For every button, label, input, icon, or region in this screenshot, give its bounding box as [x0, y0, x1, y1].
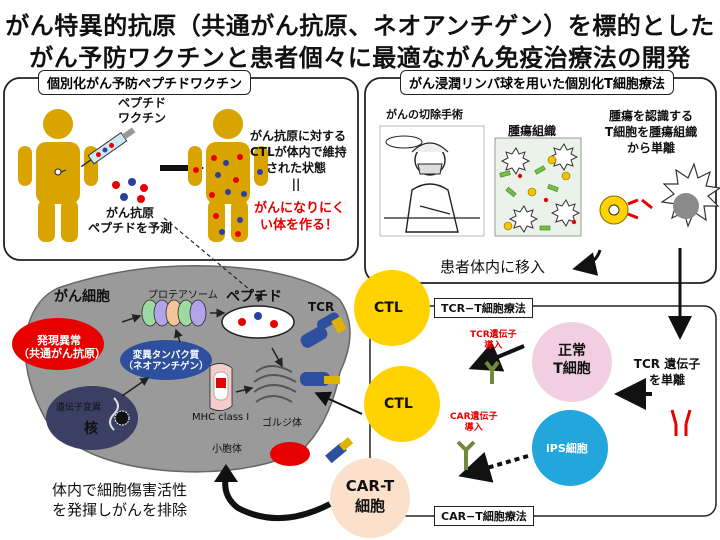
ips-cell [532, 410, 608, 486]
car-gene-intro-label: CAR遺伝子 導入 [450, 412, 498, 433]
normal-t-label: 正常 T細胞 [553, 343, 591, 377]
cancer-cell-title: がん細胞 [54, 289, 110, 305]
transfer-label: 患者体内に移入 [440, 258, 546, 276]
predict-label: がん抗原 ペプチドを予測 [88, 206, 173, 235]
expression-abnormality-blob [12, 318, 104, 370]
title-line-2: がん予防ワクチンと患者個々に最適ながん免疫治療法の開発 [29, 44, 691, 72]
er-label: 小胞体 [212, 444, 242, 455]
tumor-tissue-illustration [494, 137, 582, 237]
expression-abnormality-label: 発現異常 （共通がん抗原） [18, 334, 106, 360]
tcell-panel-title: がん浸潤リンパ球を用いた個別化T細胞療法 [400, 70, 674, 95]
kill-label: 体内で細胞傷害活性 を発揮しがんを排除 [52, 481, 188, 519]
vaccine-panel-title: 個別化がん予防ペプチドワクチン [38, 70, 252, 95]
surgeon-illustration [379, 125, 485, 237]
tcr-label: TCR [308, 300, 335, 314]
ips-label: iPS細胞 [546, 442, 588, 455]
isolate-label: 腫瘍を認識する T細胞を腫瘍組織 から単離 [604, 109, 698, 155]
peptide-oval [221, 305, 295, 339]
tcr-mhc-complex-top [300, 312, 347, 348]
red-blob-small [270, 442, 310, 466]
transfer-arrow [572, 249, 602, 276]
surgery-label: がんの切除手術 [386, 108, 463, 121]
proteasome-label: プロテアソーム [148, 290, 218, 301]
tcr-mhc-complex-mid [300, 372, 340, 386]
result-label: がんになりにく い体を作る！ [254, 201, 345, 233]
ctl-cell-top [354, 270, 430, 346]
car-t-cell [330, 458, 410, 538]
peptide-dots [112, 178, 148, 203]
tcr-gene-receptor-icon [484, 360, 500, 384]
car-complex [325, 437, 354, 464]
dna-icon [109, 397, 130, 431]
nucleus-oval [46, 386, 138, 450]
er-illustration [209, 363, 233, 411]
mutant-protein-oval [120, 340, 212, 380]
ctl-dots-in-body [193, 154, 263, 237]
normal-t-cell [532, 322, 612, 402]
ctl-label-mid: CTL [384, 396, 413, 412]
ctl-cell-mid [364, 366, 440, 442]
syringe-icon [80, 127, 136, 168]
tcr-gene-icon [670, 409, 692, 436]
tcell-recognizing-tumor [599, 162, 720, 228]
kill-arrow [222, 475, 332, 521]
car-t-cell-label: CAR-T 細胞 [345, 477, 395, 515]
mhc-label: MHC class I [192, 412, 250, 423]
tcr-gene-intro-label: TCR遺伝子 導入 [470, 330, 517, 351]
tcr-t-therapy-label: TCR−T細胞療法 [434, 298, 533, 318]
dashed-link [163, 217, 263, 301]
mutant-protein-label: 変異タンパク質 （ネオアンチゲン） [123, 350, 209, 372]
peptide-label: ペプチド [226, 289, 282, 305]
golgi-illustration [253, 365, 297, 403]
tumor-tissue-label: 腫瘍組織 [508, 124, 557, 138]
car-gene-receptor-icon [456, 440, 476, 470]
nucleus-label: 核 [84, 421, 98, 437]
peptide-vaccine-label: ペプチド ワクチン [118, 96, 167, 125]
ctl-label-top: CTL [374, 300, 403, 316]
tcr-gene-isolate-label: TCR 遺伝子 を単離 [633, 357, 701, 387]
golgi-label: ゴルジ体 [262, 418, 302, 429]
proteasome-illustration [141, 299, 207, 327]
title-line-1: がん特異的抗原（共通がん抗原、ネオアンチゲン）を標的とした [5, 12, 715, 40]
gene-mutation-label: 遺伝子変異 [56, 403, 102, 413]
car-t-therapy-label: CAR−T細胞療法 [434, 506, 534, 526]
ctl-state-label: がん抗原に対する CTLが体内で維持 された状態 || [250, 129, 347, 191]
antigen-icon-small [54, 168, 67, 176]
